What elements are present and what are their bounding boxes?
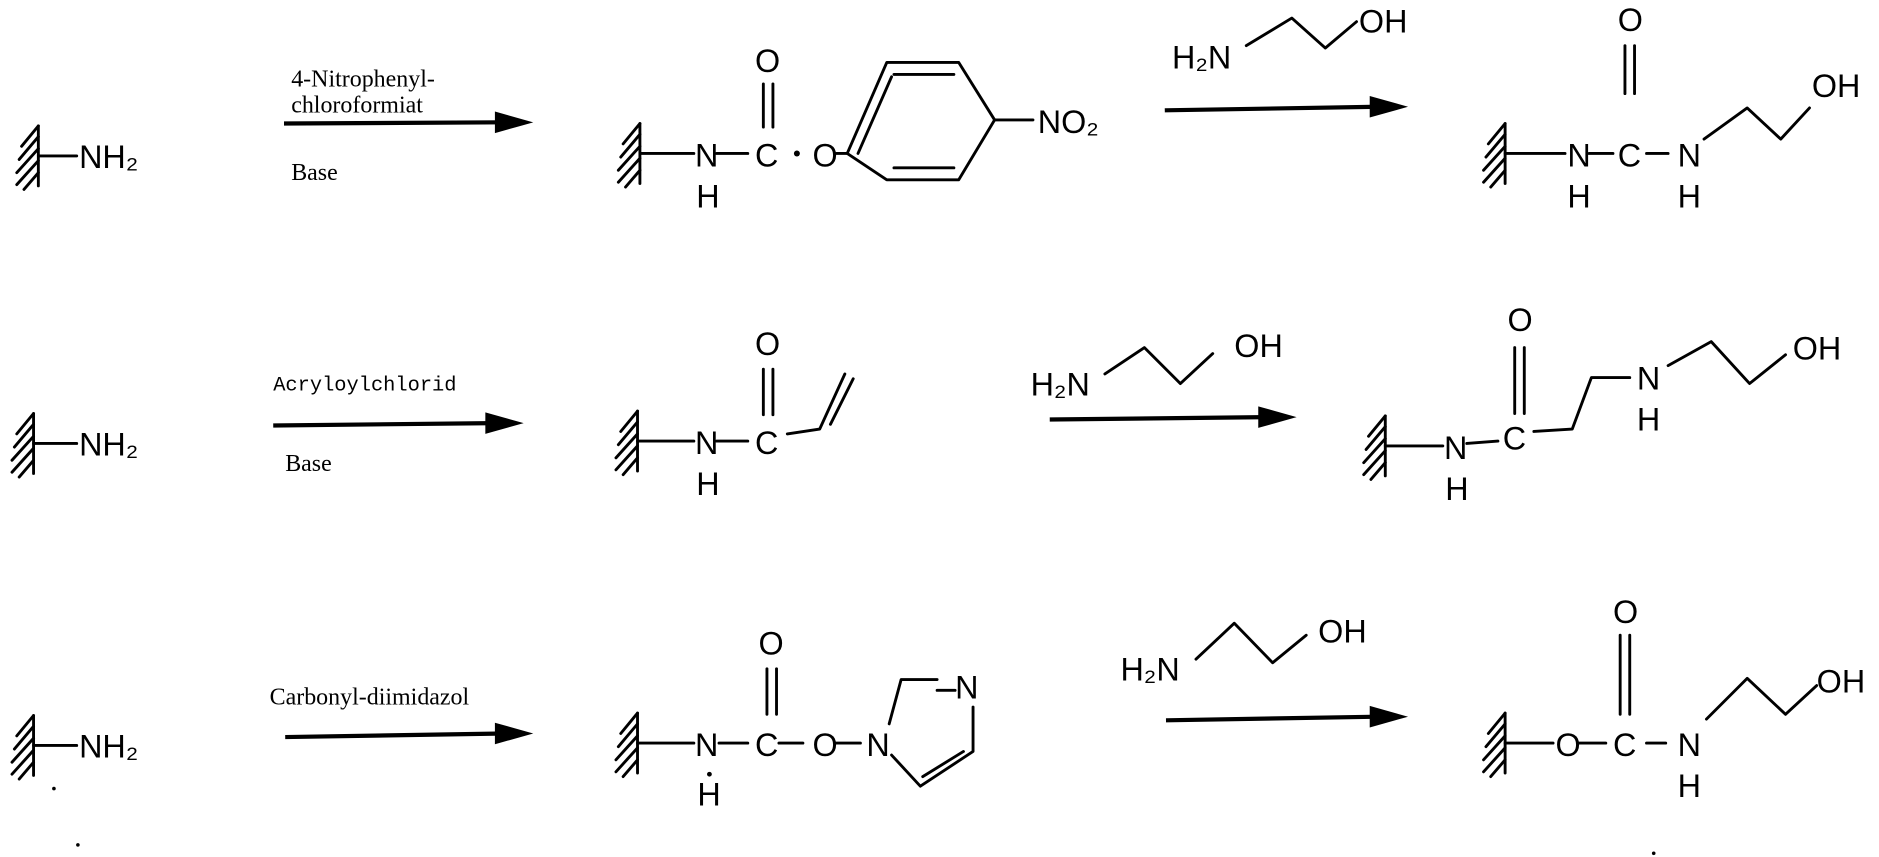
atom-label: H xyxy=(1567,178,1590,214)
step2-arrow: H₂N OH xyxy=(1120,613,1408,727)
atom-label: O xyxy=(1508,302,1533,338)
surface-hatch-icon xyxy=(616,411,638,475)
surface-hatch-icon xyxy=(1484,713,1506,777)
reagent-label: 4-Nitrophenyl- xyxy=(291,66,435,92)
product-carbamate: O C O N H OH xyxy=(1484,594,1866,855)
intermediate-nitrophenyl-carbamate: N H C O O NO₂ xyxy=(618,43,1098,214)
product-urea: N H C O N H OH xyxy=(1484,2,1861,214)
intermediate-imidazolyl-carbamate: N H C O O N N xyxy=(616,625,978,812)
atom-label: N xyxy=(695,138,718,174)
reagent-label: Acryloylchlorid xyxy=(273,375,456,398)
start-material: NH₂ xyxy=(12,716,138,847)
atom-label: OH xyxy=(1812,68,1861,104)
atom-label: N xyxy=(1678,727,1701,763)
atom-label: C xyxy=(1618,138,1641,174)
atom-label: C xyxy=(1503,420,1526,456)
atom-label: NO₂ xyxy=(1038,104,1099,140)
reagent-label: chloroformiat xyxy=(291,93,423,119)
atom-label: C xyxy=(755,425,778,461)
surface-hatch-icon xyxy=(618,124,640,188)
atom-label: H xyxy=(697,776,720,812)
amine-label: NH₂ xyxy=(79,728,138,764)
condition-label: Base xyxy=(291,160,338,186)
atom-label: OH xyxy=(1817,664,1866,700)
atom-label: N xyxy=(1637,361,1660,397)
atom-label: O xyxy=(812,138,837,174)
atom-label: N xyxy=(1567,138,1590,174)
row-3: NH₂ Carbonyl-diimidazol N H C O O N xyxy=(12,594,1865,855)
reagent-amine-label: H₂N xyxy=(1031,367,1090,403)
atom-label: H xyxy=(1637,401,1660,437)
atom-label: N xyxy=(955,670,978,706)
reagent-amine-label: H₂N xyxy=(1120,652,1179,688)
atom-label: N xyxy=(866,727,889,763)
start-material: NH₂ xyxy=(17,126,139,190)
atom-label: O xyxy=(755,326,780,362)
reagent-amine-label: H₂N xyxy=(1172,39,1231,75)
step1-arrow: Acryloylchlorid Base xyxy=(273,375,523,477)
surface-hatch-icon xyxy=(1364,416,1386,480)
step2-arrow: H₂N OH xyxy=(1031,328,1297,428)
atom-label: OH xyxy=(1793,331,1842,367)
atom-label: O xyxy=(1618,2,1643,38)
atom-label: OH xyxy=(1359,3,1408,39)
atom-label: N xyxy=(1444,430,1467,466)
step1-arrow: Carbonyl-diimidazol xyxy=(270,685,534,745)
surface-hatch-icon xyxy=(12,414,34,478)
start-material: NH₂ xyxy=(12,414,138,478)
amine-label: NH₂ xyxy=(79,139,138,175)
atom-label: C xyxy=(1613,727,1636,763)
atom-label: O xyxy=(759,625,784,661)
atom-label: C xyxy=(755,138,778,174)
step1-arrow: 4-Nitrophenyl- chloroformiat Base xyxy=(284,66,533,185)
atom-label: O xyxy=(1613,594,1638,630)
atom-label: C xyxy=(755,727,778,763)
intermediate-acrylamide: N H C O xyxy=(616,326,853,502)
atom-label: O xyxy=(755,43,780,79)
surface-hatch-icon xyxy=(616,713,638,777)
atom-label: N xyxy=(1678,138,1701,174)
atom-label: N xyxy=(695,425,718,461)
surface-hatch-icon xyxy=(17,126,39,190)
atom-label: H xyxy=(696,466,719,502)
row-1: NH₂ 4-Nitrophenyl- chloroformiat Base N … xyxy=(17,2,1861,214)
surface-hatch-icon xyxy=(1484,124,1506,188)
product-beta-amino-amide: N H C O N H OH xyxy=(1364,302,1842,507)
surface-hatch-icon xyxy=(12,716,34,780)
atom-label: H xyxy=(1445,471,1468,507)
atom-label: OH xyxy=(1234,328,1283,364)
atom-label: O xyxy=(1555,727,1580,763)
atom-label: H xyxy=(696,178,719,214)
condition-label: Base xyxy=(285,451,332,477)
reagent-label: Carbonyl-diimidazol xyxy=(270,685,470,711)
amine-label: NH₂ xyxy=(79,426,138,462)
atom-label: H xyxy=(1678,768,1701,804)
atom-label: H xyxy=(1678,178,1701,214)
row-2: NH₂ Acryloylchlorid Base N H C O H₂N OH xyxy=(12,302,1841,507)
atom-label: N xyxy=(695,727,718,763)
step2-arrow: H₂N OH xyxy=(1165,3,1408,117)
atom-label: O xyxy=(812,727,837,763)
atom-label: OH xyxy=(1318,613,1367,649)
